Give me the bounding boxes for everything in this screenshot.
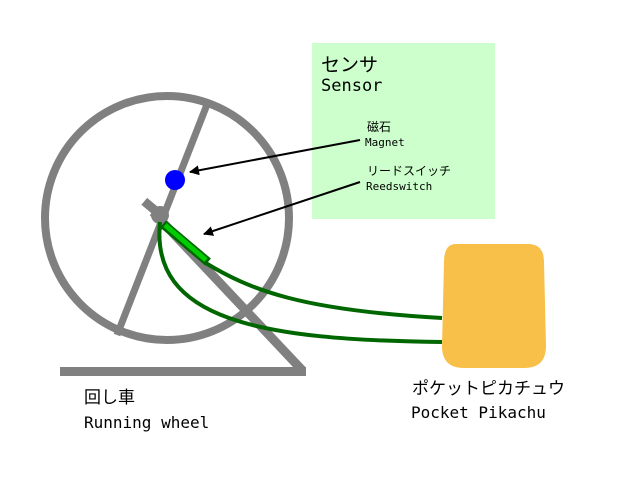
magnet-label-jp: 磁石 — [367, 120, 392, 134]
magnet — [165, 170, 185, 190]
pikachu-label-jp: ポケットピカチュウ — [412, 379, 565, 399]
sensor-title-en: Sensor — [321, 76, 383, 96]
wheel-base — [60, 367, 306, 376]
wheel-rim — [41, 92, 293, 344]
magnet-label-en: Magnet — [365, 136, 405, 149]
wire-lower — [157, 221, 443, 344]
pocket-pikachu-device — [442, 244, 546, 368]
magnet-arrow — [189, 139, 361, 176]
sensor-box — [312, 43, 495, 219]
wheel-label-en: Running wheel — [84, 413, 210, 432]
reed-switch-arrow — [203, 181, 361, 236]
reed-switch-inner — [163, 223, 208, 262]
wheel-label-jp: 回し車 — [84, 388, 135, 408]
sensor-title-jp: センサ — [321, 54, 379, 76]
pikachu-label-en: Pocket Pikachu — [411, 403, 546, 422]
axle — [141, 197, 164, 219]
reed-switch-label-jp: リードスイッチ — [367, 164, 452, 178]
wire-upper — [202, 260, 443, 320]
reed-switch-label-en: Reedswitch — [366, 180, 433, 193]
